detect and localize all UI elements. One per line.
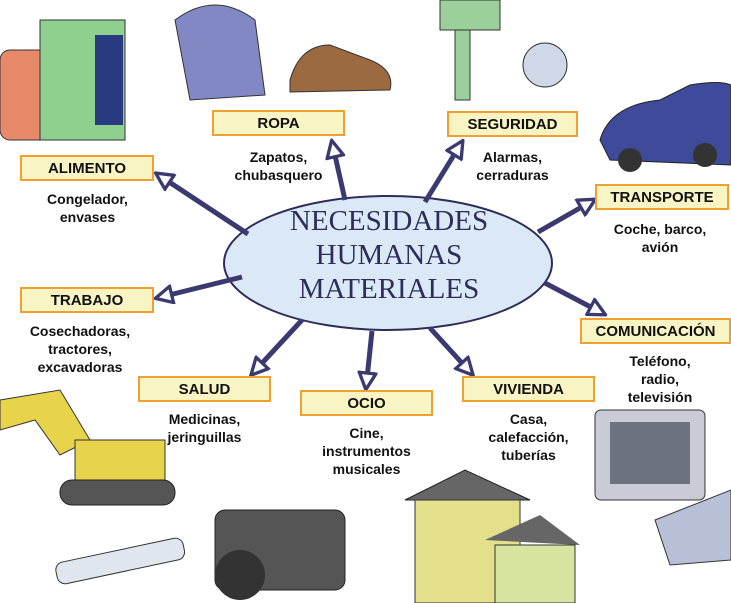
example-line: calefacción, (488, 429, 569, 445)
node-seguridad-label: SEGURIDAD (447, 111, 578, 137)
example-line: jeringuillas (167, 429, 242, 445)
arrow-to-ocio (366, 330, 372, 388)
node-ocio-examples: Cine, instrumentos musicales (300, 424, 433, 478)
food-can-illustration (0, 19, 126, 141)
arrow-to-comunicacion (543, 280, 604, 314)
central-ellipse (223, 195, 553, 331)
arrow-to-trabajo (157, 274, 243, 298)
syringe-illustration (55, 537, 186, 585)
example-line: instrumentos (322, 443, 411, 459)
example-line: televisión (627, 389, 693, 405)
example-line: radio, (640, 371, 680, 387)
example-line: chubasquero (234, 167, 323, 183)
node-ocio-label: OCIO (300, 390, 433, 416)
example-line: tractores, (48, 341, 112, 357)
security-camera-illustration (439, 0, 568, 101)
node-salud-label: SALUD (138, 376, 271, 402)
node-vivienda-examples: Casa, calefacción, tuberías (462, 410, 595, 464)
example-line: envases (59, 209, 116, 225)
example-line: Medicinas, (168, 411, 241, 427)
example-line: Casa, (509, 411, 548, 427)
car-illustration (599, 82, 731, 172)
arrow-to-salud (252, 318, 304, 374)
node-transporte-label: TRANSPORTE (595, 184, 729, 210)
jacket-illustration (174, 4, 266, 101)
example-line: cerraduras (476, 167, 549, 183)
example-line: Alarmas, (482, 149, 543, 165)
node-ropa-examples: Zapatos, chubasquero (212, 148, 345, 184)
shoe-illustration (289, 44, 392, 93)
node-vivienda-label: VIVIENDA (462, 376, 595, 402)
example-line: excavadoras (37, 359, 123, 375)
node-seguridad-examples: Alarmas, cerraduras (447, 148, 578, 184)
arrow-to-seguridad (422, 142, 462, 204)
arrow-to-ropa (332, 142, 348, 201)
arrow-to-transporte (536, 200, 594, 235)
video-camera-illustration (214, 509, 346, 600)
central-title: NECESIDADES HUMANAS MATERIALES (289, 205, 489, 305)
tv-phone-illustration (594, 409, 731, 566)
arrow-to-vivienda (428, 326, 472, 374)
node-comunicacion-label: COMUNICACIÓN (580, 318, 731, 344)
node-ropa-label: ROPA (212, 110, 345, 136)
node-salud-examples: Medicinas, jeringuillas (138, 410, 271, 446)
example-line: Coche, barco, (613, 221, 707, 237)
example-line: Teléfono, (629, 353, 691, 369)
node-alimento-examples: Congelador, envases (10, 190, 165, 226)
example-line: Congelador, (47, 191, 128, 207)
node-trabajo-examples: Cosechadoras, tractores, excavadoras (10, 322, 150, 376)
node-alimento-label: ALIMENTO (20, 155, 154, 181)
example-line: Cosechadoras, (29, 323, 131, 339)
excavator-illustration (0, 389, 176, 506)
example-line: musicales (332, 461, 401, 477)
example-line: tuberías (501, 447, 556, 463)
house-illustration (404, 469, 580, 603)
node-trabajo-label: TRABAJO (20, 287, 154, 313)
example-line: Cine, (349, 425, 384, 441)
node-comunicacion-examples: Teléfono, radio, televisión (590, 352, 730, 406)
example-line: Zapatos, (249, 149, 308, 165)
node-transporte-examples: Coche, barco, avión (590, 220, 730, 256)
example-line: avión (641, 239, 679, 255)
arrow-to-alimento (157, 174, 250, 237)
